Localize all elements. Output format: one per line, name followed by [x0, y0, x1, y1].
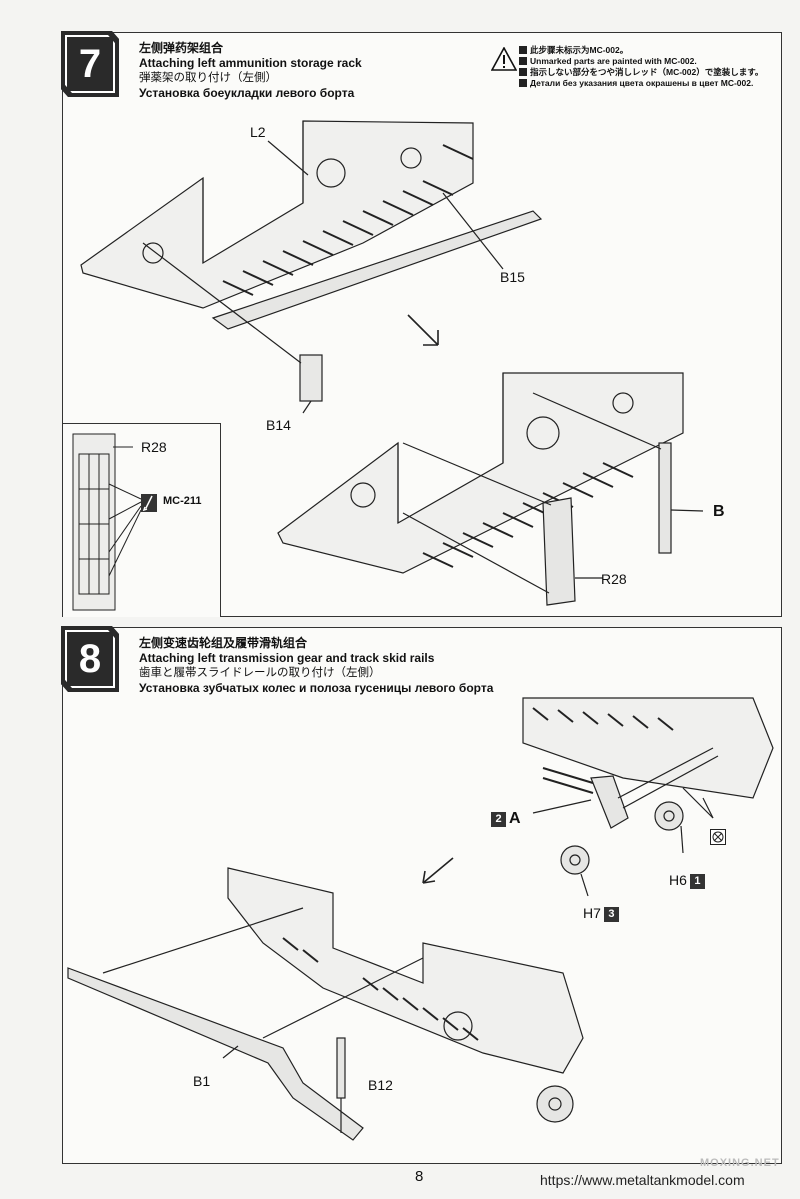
step-titles: 左侧变速齿轮组及履带滑轨组合 Attaching left transmissi… — [139, 636, 493, 696]
watermark: MOXING.NET — [700, 1157, 780, 1169]
step-number-badge: 7 — [61, 31, 119, 97]
label-b: B — [713, 503, 725, 520]
label-r28-inset: R28 — [141, 439, 167, 455]
note-line: 指示しない部分をつや消しレッド（MC-002）で塗装します。 — [519, 67, 763, 78]
step-titles: 左侧弹药架组合 Attaching left ammunition storag… — [139, 41, 362, 101]
note-line: Unmarked parts are painted with MC-002. — [519, 56, 763, 67]
inset-r28-detail: R28 MC-211 — [63, 423, 221, 617]
no-paint-icon — [710, 829, 726, 845]
r28-frame-drawing — [72, 433, 142, 611]
note-line: Детали без указания цвета окрашены в цве… — [519, 78, 763, 89]
step-8-drawing — [67, 697, 774, 1141]
label-b12: B12 — [368, 1077, 393, 1093]
label-h6: H6 — [669, 872, 687, 888]
label-h7: H7 — [583, 905, 601, 921]
warning-icon — [491, 47, 517, 71]
title-ja: 弾薬架の取り付け（左側） — [139, 72, 277, 84]
step-8-panel: 8 左侧变速齿轮组及履带滑轨组合 Attaching left transmis… — [61, 626, 782, 1164]
title-zh: 左侧变速齿轮组及履带滑轨组合 — [139, 636, 308, 650]
quantity-box: 3 — [603, 907, 619, 922]
note-line: 此步骤未标示为MC-002。 — [519, 45, 763, 56]
label-b1: B1 — [193, 1073, 211, 1089]
flag-zh-icon — [519, 46, 527, 54]
site-url[interactable]: https://www.metaltankmodel.com — [540, 1172, 745, 1188]
flag-en-icon — [519, 57, 527, 65]
label-a: A — [509, 810, 521, 827]
label-l2: L2 — [250, 124, 266, 140]
label-b14: B14 — [266, 417, 291, 433]
page-number: 8 — [415, 1168, 424, 1185]
quantity-box: 1 — [689, 874, 705, 889]
quantity-box: 2 — [491, 812, 506, 827]
flag-ja-icon — [519, 68, 527, 76]
label-mc211: MC-211 — [163, 495, 202, 507]
step-7-panel: 7 左侧弹药架组合 Attaching left ammunition stor… — [61, 31, 782, 617]
step-number: 8 — [78, 636, 102, 681]
title-ja: 歯車と履帯スライドレールの取り付け（左側） — [139, 667, 381, 679]
label-r28: R28 — [601, 571, 627, 587]
flag-ru-icon — [519, 79, 527, 87]
brush-icon — [141, 494, 157, 512]
paint-note: 此步骤未标示为MC-002。 Unmarked parts are painte… — [491, 45, 763, 89]
title-zh: 左侧弹药架组合 — [139, 41, 224, 55]
step-number: 7 — [78, 41, 102, 86]
step-number-badge: 8 — [61, 626, 119, 692]
title-ru: Установка зубчатых колес и полоза гусени… — [139, 681, 494, 695]
title-ru: Установка боеукладки левого борта — [139, 86, 355, 100]
title-en: Attaching left transmission gear and tra… — [139, 651, 435, 665]
label-b15: B15 — [500, 269, 525, 285]
title-en: Attaching left ammunition storage rack — [139, 56, 362, 70]
step-7-drawing — [80, 120, 704, 606]
